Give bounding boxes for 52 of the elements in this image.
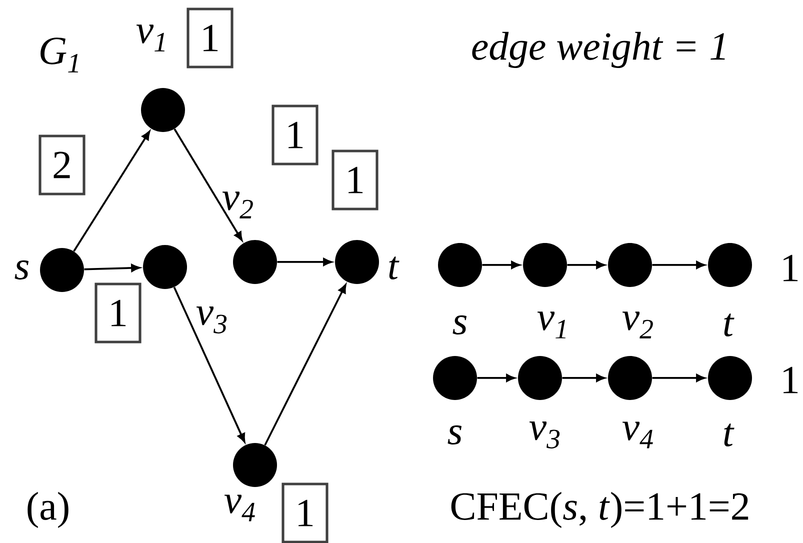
vertex-label: v$_{1}$: [537, 312, 566, 338]
text-label: G$_{1}$: [40, 38, 78, 72]
vertex-label: t: [389, 256, 400, 280]
arrow: [173, 286, 246, 442]
vertex-dot: [518, 356, 562, 400]
arrow: [482, 261, 520, 269]
arrow: [277, 258, 332, 266]
arrow: [73, 130, 150, 252]
weight-box: 1: [282, 482, 328, 543]
text-label: 1: [784, 366, 798, 394]
arrow: [174, 128, 243, 241]
vertex-label: t: [724, 314, 734, 336]
vertex-label: t: [724, 424, 734, 446]
vertex-label: v$_{3}$: [529, 422, 560, 448]
vertex-dot: [608, 356, 652, 400]
arrow: [264, 284, 346, 446]
vertex-label: v$_{2}$: [622, 312, 653, 338]
arrow: [567, 261, 606, 269]
vertex-dot: [608, 243, 652, 287]
vertex-dot: [40, 248, 84, 292]
arrow: [84, 264, 140, 272]
weight-box: 2: [38, 134, 86, 196]
vertex-dot: [233, 442, 277, 487]
vertex-label: v$_{4}$: [224, 494, 255, 522]
text-label: 1: [784, 254, 798, 282]
vertex-dot: [523, 243, 567, 287]
vertex-label: v$_{1}$: [136, 24, 165, 52]
weight-box: 1: [186, 8, 234, 68]
vertex-label: s: [14, 260, 29, 280]
vertex-label: v$_{2}$: [222, 192, 253, 218]
text-label: edge weight = 1: [472, 32, 725, 68]
vertex-dot: [708, 243, 752, 287]
arrow: [562, 374, 606, 382]
vertex-label: s: [452, 315, 467, 335]
vertex-dot: [438, 243, 482, 287]
arrow: [477, 374, 516, 382]
vertex-dot: [335, 240, 379, 284]
weight-box: 1: [94, 282, 142, 344]
vertex-label: s: [448, 425, 462, 445]
weight-box: 1: [272, 104, 318, 166]
vertex-dot: [141, 88, 185, 132]
vertex-label: v$_{3}$: [196, 306, 227, 334]
arrow: [652, 261, 706, 269]
weight-box: 1: [332, 150, 378, 210]
vertex-dot: [233, 240, 277, 284]
vertex-dot: [143, 244, 187, 289]
vertex-label: v$_{4}$: [622, 422, 653, 448]
text-label: CFEC(s, t)=1+1=2: [451, 492, 748, 528]
vertex-dot: [433, 356, 477, 400]
vertex-dot: [708, 356, 752, 400]
text-label: (a): [28, 492, 68, 528]
arrow: [652, 374, 706, 382]
